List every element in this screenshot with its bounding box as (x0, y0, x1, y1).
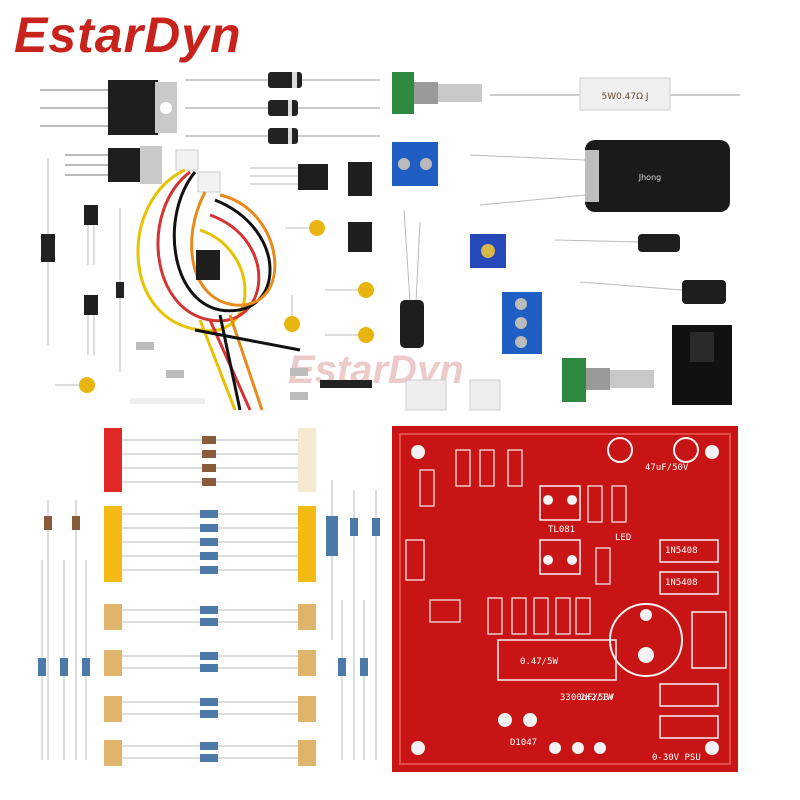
capacitor-label: Jhong (638, 173, 661, 182)
small-transistors (84, 164, 328, 355)
zener-diode (41, 158, 124, 372)
pcb-board: 1N5408 1N5408 0.47/5W 3300uF/50V D1047 0… (392, 426, 738, 772)
hardware-kit (130, 342, 501, 411)
loose-resistors (38, 480, 380, 760)
pcb-mark-resistor: 0.47/5W (520, 657, 559, 667)
voltage-regulator (65, 146, 162, 184)
large-capacitor: Jhong (469, 140, 730, 212)
pcb-mark-board-id: 0-30V PSU (652, 753, 701, 763)
trimmer-potentiometer (470, 234, 506, 268)
power-transistor (40, 80, 177, 135)
pcb-mark-led: LED (615, 533, 631, 543)
pcb-mark-diode-1: 1N5408 (665, 546, 698, 556)
pcb-mark-part: TL081 (548, 525, 575, 535)
wire-harness (136, 149, 301, 411)
power-resistor-label: 5W0.47Ω J (601, 92, 648, 102)
rectifier-diodes (185, 72, 380, 144)
pcb-mark-caps: 3300uF/50V (560, 693, 615, 703)
pcb-mark-r1: 2K2/1W (580, 693, 613, 703)
pcb-mark-transistor: D1047 (510, 738, 537, 748)
dip-ic-chips (196, 162, 372, 280)
terminal-blocks (392, 142, 542, 354)
pcb-mark-diode-2: 1N5408 (665, 578, 698, 588)
resistor-strips (104, 428, 316, 766)
brand-logo: EstarDyn (14, 7, 242, 63)
electrolytic-capacitors (400, 209, 726, 348)
pcb-mark-cap-small: 47uF/50V (645, 463, 689, 473)
potentiometer (392, 72, 482, 114)
power-resistor: 5W0.47Ω J (490, 77, 740, 111)
heatsink (672, 325, 732, 405)
potentiometer-2 (562, 358, 654, 402)
ceramic-capacitors (55, 220, 374, 393)
